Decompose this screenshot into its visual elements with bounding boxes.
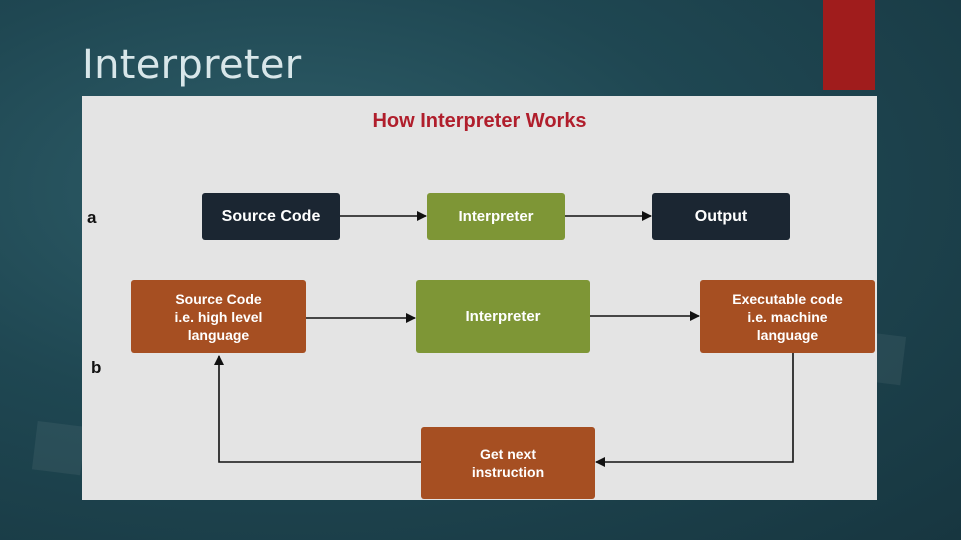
slide-title: Interpreter bbox=[82, 42, 302, 88]
arrow-next-to-source bbox=[214, 355, 421, 463]
output-box: Output bbox=[652, 193, 790, 240]
diagram-panel: How Interpreter Works a b Source Code In… bbox=[82, 96, 877, 500]
source-code-high-level-box: Source Code i.e. high level language bbox=[131, 280, 306, 353]
get-next-instruction-box: Get next instruction bbox=[421, 427, 595, 499]
connector-layer bbox=[214, 211, 794, 467]
interpreter-box: Interpreter bbox=[427, 193, 565, 240]
row-label-a: a bbox=[87, 208, 97, 227]
interpreter-box-b: Interpreter bbox=[416, 280, 590, 353]
diagram-title: How Interpreter Works bbox=[372, 110, 587, 132]
executable-code-box: Executable code i.e. machine language bbox=[700, 280, 875, 353]
arrow-executable-to-next bbox=[595, 353, 794, 467]
source-code-box: Source Code bbox=[202, 193, 340, 240]
accent-tab bbox=[823, 0, 875, 90]
row-label-b: b bbox=[91, 358, 102, 377]
